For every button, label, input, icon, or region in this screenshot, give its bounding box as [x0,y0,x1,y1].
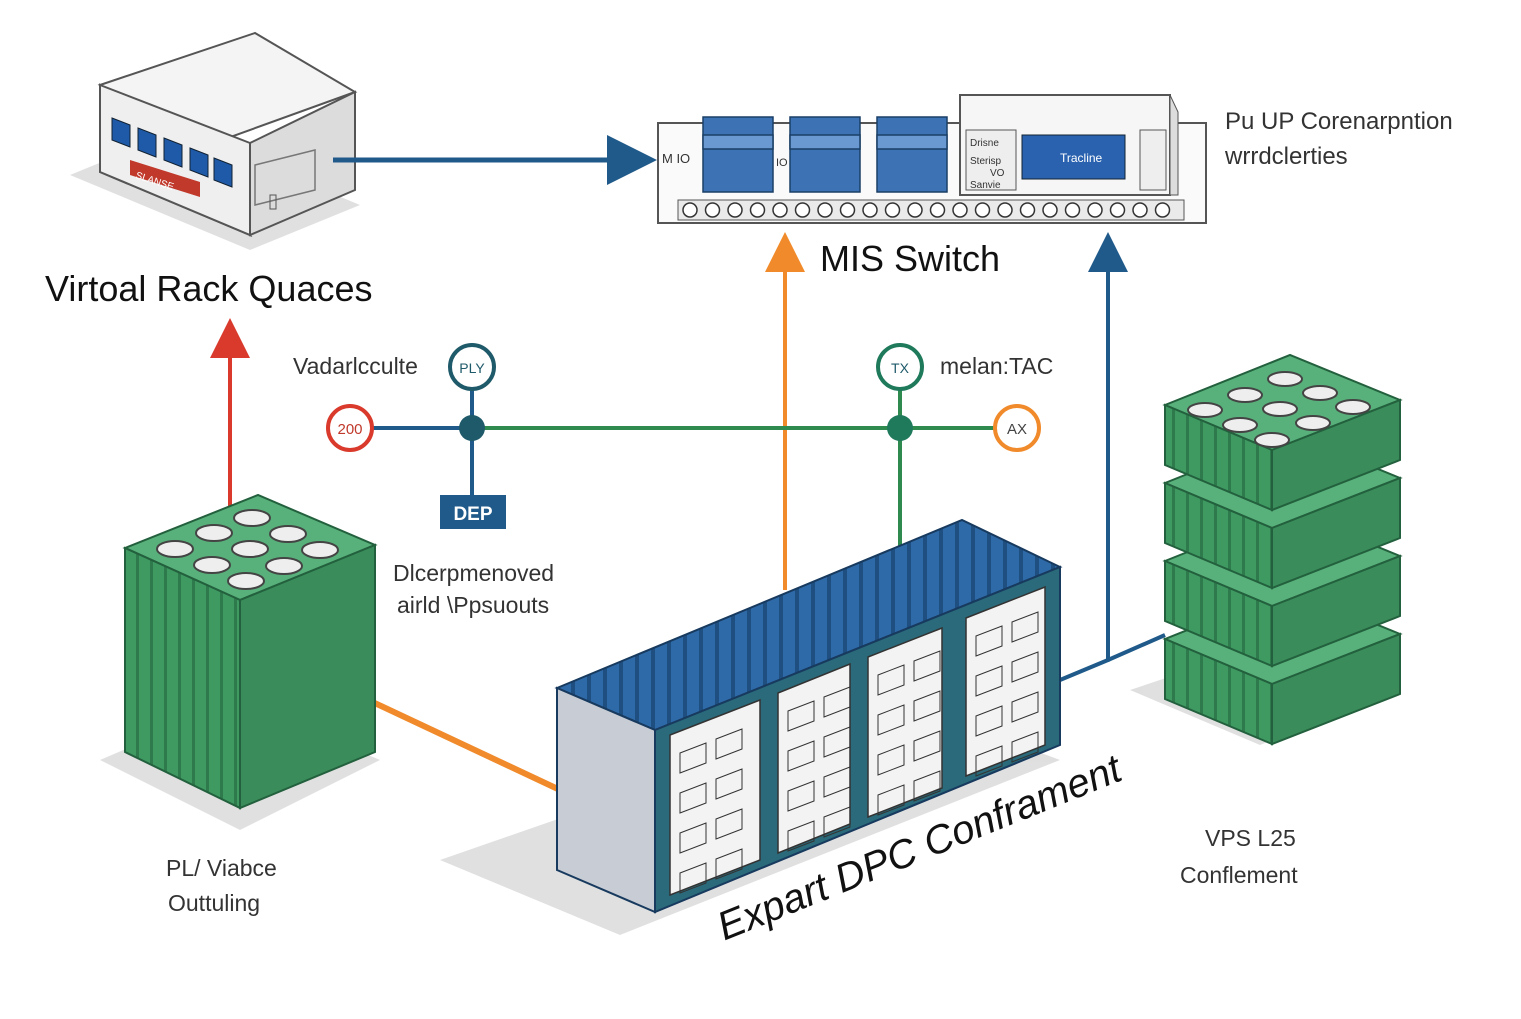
vent-grid [1011,731,1039,763]
vent-grid [913,650,941,682]
node-ax: AX [993,404,1041,452]
vent-grid [877,744,905,776]
port-icon [794,202,811,218]
vent-grid [975,625,1003,657]
label-dlcerpmenoved-1: Dlcerpmenoved [393,560,555,586]
svg-text:PLY: PLY [459,360,485,376]
port-icon [772,202,788,218]
port-icon [1132,202,1148,218]
port-icon [1064,202,1081,218]
vent-grid [715,808,743,840]
bus-lines [372,390,995,548]
label-dlcerpmenoved-2: airld \Ppsuouts [397,592,550,618]
port-icon [749,202,766,218]
svg-text:Drisne: Drisne [970,138,999,149]
vent-grid [787,820,815,852]
vent-grid [1011,611,1039,643]
vent-grid [877,784,905,816]
node-200: 200 [326,404,374,452]
vent-grid [715,768,743,800]
port-icon [997,202,1013,218]
port-icon [727,202,743,218]
vent-grid [877,664,905,696]
vent-grid [877,704,905,736]
arrow-blue-up [1059,232,1128,682]
vent-grid [975,745,1003,777]
node-ply: PLY [448,343,496,391]
vent-grid [823,766,851,798]
vent-grid [823,726,851,758]
svg-text:Tracline: Tracline [1060,151,1103,165]
svg-text:Sanvie: Sanvie [970,180,1001,191]
label-vps-2: Conflement [1180,862,1298,888]
vent-grid [975,665,1003,697]
vent-grid [679,822,707,854]
port-icon [682,202,698,218]
port-icon [929,202,946,218]
svg-text:AX: AX [1007,421,1027,438]
link-stack [1107,633,1166,662]
vent-grid [1011,691,1039,723]
junction-right [887,415,913,441]
port-icon [1019,202,1036,218]
label-pu-up-2: wrrdclerties [1225,143,1348,170]
vent-grid [913,730,941,762]
port-icon [884,202,901,218]
port-icon [974,202,991,218]
label-pl-viabce-1: PL/ Viabce [166,855,277,881]
label-melan-tac: melan:TAC [940,353,1054,379]
svg-text:IO: IO [776,157,788,169]
port-icon [1087,202,1103,218]
port-icon [1042,202,1058,218]
vent-grid [679,862,707,894]
label-pu-up-1: Pu UP Corenarpntion [1225,108,1453,135]
svg-text:DEP: DEP [453,504,492,525]
vent-grid [913,770,941,802]
label-pl-viabce-2: Outtuling [168,890,261,916]
vent-grid [679,782,707,814]
vent-grid [823,686,851,718]
svg-text:TX: TX [891,360,910,376]
vent-grid [787,740,815,772]
dep-box: DEP [440,495,506,529]
label-vadarlcculte: Vadarlcculte [293,353,418,379]
network-switch-icon: M IO IO Drisne Sterisp VO Sanvie Traclin… [657,94,1207,224]
port-icon [704,202,721,218]
port-icon [907,202,923,218]
port-icon [952,202,968,218]
svg-text:M IO: M IO [662,151,690,166]
port-icon [817,202,833,218]
vent-grid [679,742,707,774]
port-icon [1109,202,1126,218]
label-vps-1: VPS L25 [1205,825,1296,851]
svg-text:Sterisp: Sterisp [970,156,1002,167]
node-tx: TX [876,343,924,391]
blue-cargo-container-icon [554,518,1063,914]
port-icon [1154,202,1171,218]
vent-grid [715,848,743,880]
server-box-icon: SLANSE [97,31,358,238]
vent-grid [913,690,941,722]
label-mis-switch: MIS Switch [820,238,1001,279]
vent-grid [787,780,815,812]
vent-grid [1011,651,1039,683]
vent-grid [787,700,815,732]
port-icon [862,202,878,218]
label-virtual-rack: Virtoal Rack Quaces [45,268,373,309]
stacked-containers-icon [1162,353,1403,746]
svg-text:VO: VO [990,168,1005,179]
port-icon [839,202,856,218]
junction-left [459,415,485,441]
green-cargo-container-icon [122,493,378,810]
vent-grid [823,806,851,838]
vent-grid [715,728,743,760]
svg-text:200: 200 [337,421,362,438]
vent-grid [975,705,1003,737]
